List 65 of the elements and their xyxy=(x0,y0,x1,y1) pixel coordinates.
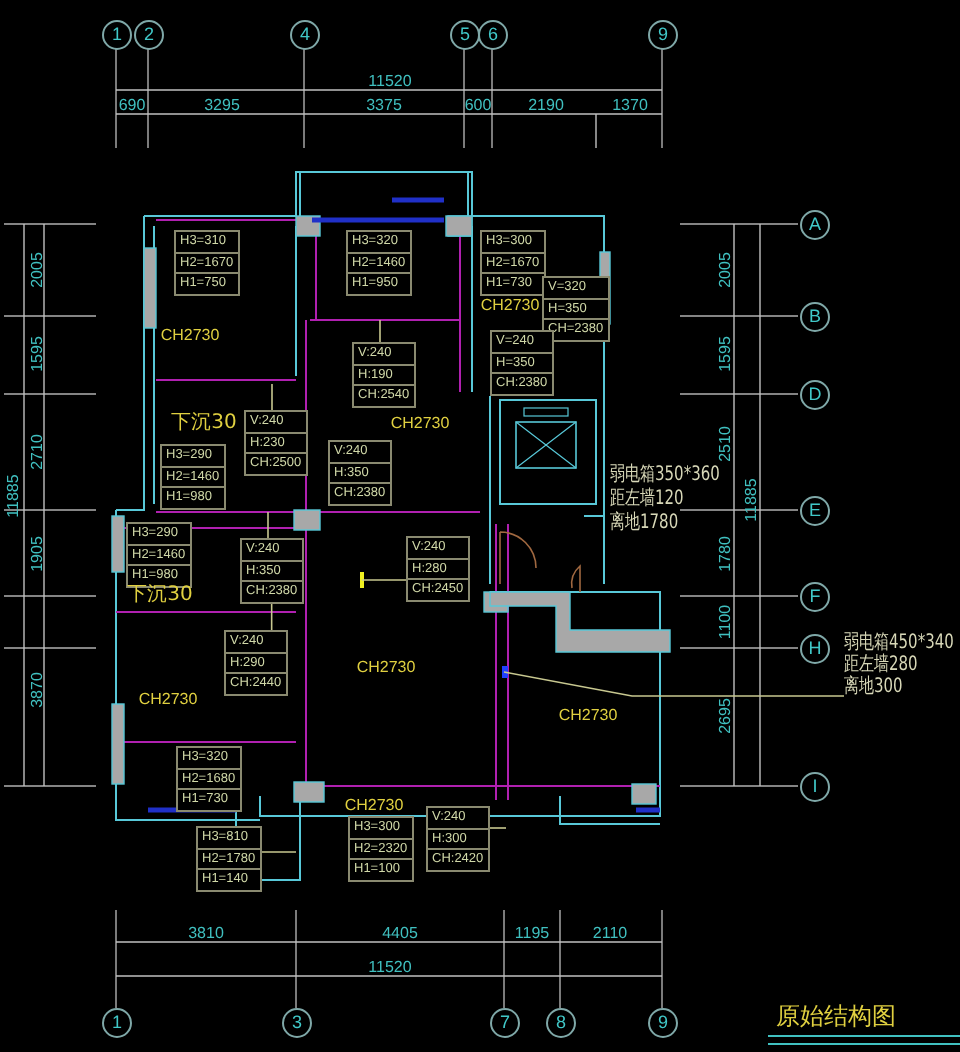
leader-line xyxy=(260,851,297,853)
leader-line xyxy=(488,827,507,829)
axis-bubble: 9 xyxy=(648,1008,678,1038)
leader-line xyxy=(267,511,269,539)
axis-bubble: F xyxy=(800,582,830,612)
annotation-note: 弱电箱350*360 xyxy=(610,466,720,486)
dimension-value: 3810 xyxy=(188,926,224,942)
dimension-value: 1370 xyxy=(612,98,648,114)
leader-line xyxy=(503,671,845,697)
room-height-label: CH2730 xyxy=(138,692,198,708)
axis-bubble: 5 xyxy=(450,20,480,50)
room-height-label: CH2730 xyxy=(390,416,450,432)
dimension-value: 11520 xyxy=(368,74,412,90)
axis-bubble: 9 xyxy=(648,20,678,50)
axis-bubble: H xyxy=(800,634,830,664)
dimension-value: 2005 xyxy=(718,252,734,288)
dimension-value: 600 xyxy=(464,98,492,114)
room-height-label: CH2730 xyxy=(356,660,416,676)
dimension-value: 2710 xyxy=(30,434,46,470)
dimension-value: 1780 xyxy=(718,536,734,572)
dimension-value: 2005 xyxy=(30,252,46,288)
dimension-value: 1195 xyxy=(514,926,550,942)
annotation-note: 弱电箱450*340 距左墙280 离地300 xyxy=(844,632,954,698)
dimension-value: 11885 xyxy=(744,478,760,522)
dimension-value: 1595 xyxy=(718,336,734,372)
dimension-value: 1100 xyxy=(718,604,734,640)
dimension-value: 2190 xyxy=(528,98,564,114)
drawing-title: 原始结构图 xyxy=(776,1000,896,1034)
room-height-label: CH2730 xyxy=(160,328,220,344)
room-height-label: CH2730 xyxy=(558,708,618,724)
dimension-value: 1905 xyxy=(30,536,46,572)
axis-bubble: B xyxy=(800,302,830,332)
leader-line xyxy=(379,319,381,343)
dimension-value: 3870 xyxy=(30,672,46,708)
axis-bubble: 7 xyxy=(490,1008,520,1038)
room-height-label: CH2730 xyxy=(344,798,404,814)
leader-line xyxy=(271,383,273,411)
dimension-value: 2695 xyxy=(718,698,734,734)
annotation-note: 离地1780 xyxy=(610,514,679,534)
axis-bubble: 2 xyxy=(134,20,164,50)
axis-bubble: A xyxy=(800,210,830,240)
dimension-value: 11520 xyxy=(368,960,412,976)
dimension-value: 2110 xyxy=(592,926,628,942)
dimension-value: 4405 xyxy=(382,926,418,942)
dimension-value: 3375 xyxy=(366,98,402,114)
dimension-value: 2510 xyxy=(718,426,734,462)
annotation-note: 距左墙120 xyxy=(610,490,684,510)
axis-bubble: I xyxy=(800,772,830,802)
room-note: 下沉30 xyxy=(127,586,193,606)
leader-line xyxy=(270,602,273,631)
room-note: 下沉30 xyxy=(171,414,237,434)
axis-bubble: 1 xyxy=(102,1008,132,1038)
axis-bubble: 8 xyxy=(546,1008,576,1038)
room-height-label: CH2730 xyxy=(480,298,540,314)
leader-line xyxy=(361,579,407,581)
axis-bubble: D xyxy=(800,380,830,410)
axis-bubble: 6 xyxy=(478,20,508,50)
axis-bubble: 3 xyxy=(282,1008,312,1038)
axis-bubble: 1 xyxy=(102,20,132,50)
axis-bubble: 4 xyxy=(290,20,320,50)
dimension-value: 11885 xyxy=(6,474,22,518)
axis-bubble: E xyxy=(800,496,830,526)
dimension-value: 1595 xyxy=(30,336,46,372)
dimension-value: 3295 xyxy=(204,98,240,114)
dimension-value: 690 xyxy=(118,98,146,114)
